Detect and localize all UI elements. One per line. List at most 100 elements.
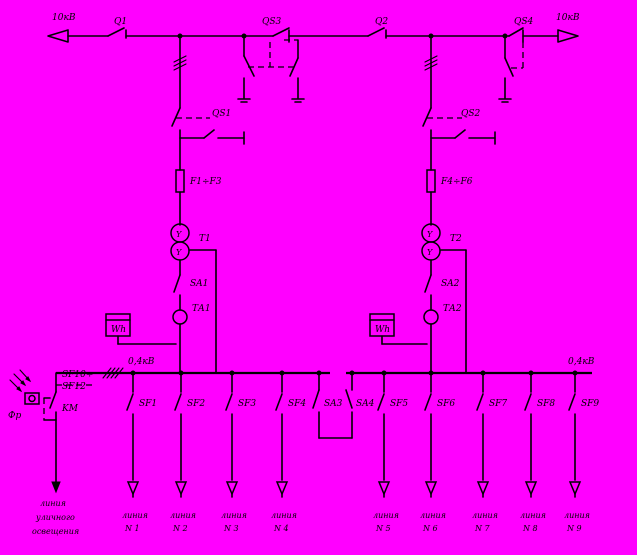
- breaker-q1: [107, 27, 127, 39]
- line-number: N 6: [422, 524, 438, 533]
- feeder-8: SF8 линия N 8: [520, 370, 555, 533]
- label-qs3: QS3: [262, 17, 282, 27]
- svg-text:Y: Y: [427, 248, 433, 257]
- transformer-t2: Y Y: [421, 223, 441, 261]
- label-wh-2: Wh: [375, 325, 390, 335]
- label-t1: T1: [199, 234, 211, 244]
- feeder-arrow: [174, 481, 188, 496]
- line-name: линия: [564, 511, 590, 520]
- line-number: N 9: [566, 524, 582, 533]
- label-sf8: SF8: [537, 399, 555, 409]
- line-name: линия: [472, 511, 498, 520]
- label-04kv-right: 0,4кВ: [568, 357, 595, 367]
- label-f1-f3: F1÷F3: [189, 177, 222, 187]
- label-qs1: QS1: [212, 109, 231, 119]
- fuse-f4-f6: [426, 169, 436, 193]
- svg-text:Y: Y: [427, 230, 433, 239]
- feeder-9: SF9 линия N 9: [564, 370, 599, 533]
- svg-text:Y: Y: [176, 248, 182, 257]
- line-name: линия: [221, 511, 247, 520]
- bus-0-4kv: [56, 367, 592, 379]
- line-name: линия: [271, 511, 297, 520]
- line-name: линия: [122, 511, 148, 520]
- feeder-arrow: [377, 481, 391, 496]
- transformer-t1: Y Y: [170, 223, 190, 261]
- label-wh-1: Wh: [111, 325, 126, 335]
- feeder-5: SF5 линия N 5: [373, 370, 408, 533]
- label-ta2: ТА2: [443, 304, 462, 314]
- label-sf12: SF12: [62, 382, 86, 392]
- feeder-arrow: [476, 481, 490, 496]
- label-10kv-left: 10кВ: [52, 13, 76, 23]
- label-qs4: QS4: [514, 17, 534, 27]
- breaker-q2: [367, 27, 387, 39]
- label-sf1: SF1: [139, 399, 157, 409]
- bus-10kv: [47, 27, 579, 43]
- label-street-3: освещения: [32, 527, 79, 536]
- label-q2: Q2: [375, 17, 388, 27]
- street-lighting-arrow: [51, 481, 61, 494]
- label-sa4: SA4: [356, 399, 375, 409]
- feeder-3: SF3 линия N 3: [221, 370, 256, 533]
- label-sa3: SA3: [324, 399, 343, 409]
- label-sf2: SF2: [187, 399, 205, 409]
- feeder-6: SF6 линия N 6: [420, 370, 455, 533]
- label-sf3: SF3: [238, 399, 256, 409]
- feeders: SF1 линия N 1 SF2 линия N 2 SF3 линия N 3 SF4 лини…: [122, 370, 599, 533]
- disconnector-qs4: [508, 27, 524, 43]
- feeder-1: SF1 линия N 1: [122, 370, 157, 533]
- earthing-qs3: [237, 33, 305, 103]
- label-sf4: SF4: [288, 399, 306, 409]
- fuse-f1-f3: [175, 169, 185, 193]
- line-number: N 5: [375, 524, 391, 533]
- label-sf10: SF10÷: [62, 370, 93, 380]
- label-q1: Q1: [114, 17, 127, 27]
- section-switch-sa3-sa4: [312, 370, 355, 439]
- label-sf6: SF6: [437, 399, 455, 409]
- line-name: линия: [170, 511, 196, 520]
- label-street-1: линия: [40, 499, 66, 508]
- street-lighting-branch: [9, 369, 94, 494]
- line-name: линия: [520, 511, 546, 520]
- feeder-arrow: [524, 481, 538, 496]
- outgoing-arrow-right: [557, 29, 579, 43]
- feeder-arrow: [275, 481, 289, 496]
- label-sa1: SA1: [190, 279, 208, 289]
- line-name: линия: [373, 511, 399, 520]
- label-sf7: SF7: [489, 399, 507, 409]
- label-fr: Фр: [8, 411, 21, 421]
- line-number: N 3: [223, 524, 239, 533]
- line-number: N 7: [474, 524, 491, 533]
- feeder-arrow: [424, 481, 438, 496]
- label-10kv-right: 10кВ: [556, 13, 580, 23]
- label-ta1: ТА1: [192, 304, 211, 314]
- line-number: N 1: [124, 524, 140, 533]
- label-sf9: SF9: [581, 399, 599, 409]
- feeder-4: SF4 линия N 4: [271, 370, 306, 533]
- feeder-arrow: [568, 481, 582, 496]
- label-qs2: QS2: [461, 109, 481, 119]
- current-transformer-ta2: [423, 309, 439, 325]
- line-number: N 2: [172, 524, 188, 533]
- incoming-arrow-left: [47, 29, 69, 43]
- photo-relay-icon: [9, 369, 51, 420]
- label-t2: T2: [450, 234, 462, 244]
- current-transformer-ta1: [172, 309, 188, 325]
- label-sf5: SF5: [390, 399, 408, 409]
- feeder-7: SF7 линия N 7: [472, 370, 507, 533]
- line-number: N 4: [273, 524, 289, 533]
- line-name: линия: [420, 511, 446, 520]
- label-street-2: уличного: [35, 513, 75, 522]
- line-number: N 8: [522, 524, 538, 533]
- label-04kv-left: 0,4кВ: [128, 357, 155, 367]
- branch-left: Y Y: [105, 33, 245, 374]
- branch-right: Y Y: [369, 33, 496, 374]
- feeder-arrow: [126, 481, 140, 496]
- labels: 10кВ 10кВ Q1 QS3 Q2 QS4 QS1 QS2 F1÷F3 F4…: [8, 13, 595, 536]
- label-sa2: SA2: [441, 279, 460, 289]
- label-f4-f6: F4÷F6: [440, 177, 473, 187]
- earthing-qs4: [498, 33, 524, 103]
- feeder-2: SF2 линия N 2: [170, 370, 205, 533]
- feeder-arrow: [225, 481, 239, 496]
